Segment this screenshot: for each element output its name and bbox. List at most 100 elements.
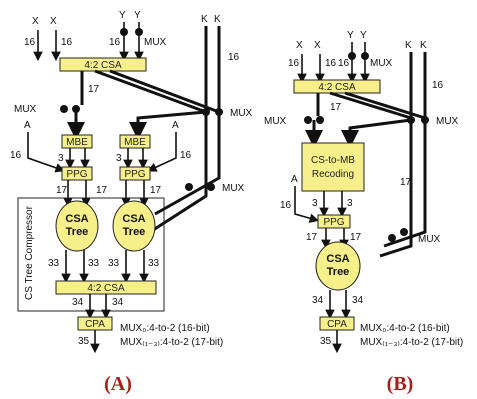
recode-line2: Recoding: [312, 169, 354, 180]
mux0-dot-1: [120, 28, 128, 36]
width-ppg2: 17: [150, 185, 162, 196]
input-k2-label: K: [214, 14, 221, 25]
a-label-1: A: [24, 120, 31, 131]
csa-top-label: 4:2 CSA: [84, 60, 122, 71]
b-width-ppg-a: 17: [306, 232, 318, 243]
b-width-k-17: 17: [400, 177, 412, 188]
mux3-dot-2: [207, 183, 215, 191]
mux3-dot-1: [185, 183, 193, 191]
mbe-label-1: MBE: [66, 137, 88, 148]
b-mux0-dot-2: [361, 52, 369, 60]
csa-tree-1: [55, 200, 99, 252]
width-mbe2: 3: [116, 153, 122, 164]
b-csa-top-label: 4:2 CSA: [318, 82, 356, 93]
mbe-block-1: [61, 134, 93, 149]
input-x1-label: X: [32, 16, 39, 27]
b-width-34a: 34: [312, 295, 324, 306]
b-width-k: 16: [432, 80, 444, 91]
b-mux0-label: MUX: [370, 58, 393, 69]
b-width-x1: 16: [288, 58, 300, 69]
mux0-label: MUX: [144, 37, 167, 48]
b-mux1-label: MUX: [264, 116, 287, 127]
input-y1-label: Y: [119, 10, 126, 21]
mux0-dot-2: [135, 28, 143, 36]
panel-b: X X Y Y K K 16 16 16 MUX 16 4:2 CSA 17 M…: [264, 30, 463, 395]
panel-a: X X Y Y K K 16 16 16 MUX 16 4:2 CSA 17 M…: [10, 10, 253, 395]
ppg-label-1: PPG: [66, 169, 87, 180]
b-wire-k1: [379, 52, 413, 258]
mux2-dot-2: [215, 108, 223, 116]
b-wire-k2: [383, 52, 427, 248]
compressor-label: CS Tree Compressor: [24, 205, 35, 300]
b-ppg-block: [317, 214, 351, 229]
width-csa-34a: 34: [72, 297, 84, 308]
b-width-ppg-b: 17: [350, 232, 362, 243]
b-wire-csa-mux2-b: [344, 91, 426, 120]
recode-line1: CS-to-MB: [311, 155, 355, 166]
b-width-out: 35: [320, 336, 332, 347]
b-a-label: A: [291, 174, 298, 185]
b-csa-top-block: [293, 79, 381, 94]
recoding-block: [301, 142, 365, 192]
tree2-line1: CSA: [122, 213, 145, 225]
width-x2: 16: [61, 37, 73, 48]
b-input-y2-label: Y: [360, 30, 367, 41]
csa-tree-2: [112, 200, 156, 252]
b-width-a: 16: [280, 200, 292, 211]
b-input-x2-label: X: [314, 40, 321, 51]
width-x1: 16: [24, 37, 36, 48]
b-cpa-label: CPA: [327, 319, 347, 330]
b-width-3b: 3: [347, 198, 353, 209]
mux1-dot-1: [60, 105, 68, 113]
b-mux2-label: MUX: [436, 116, 459, 127]
mbe-label-2: MBE: [124, 137, 146, 148]
tree2-line2: Tree: [123, 226, 146, 238]
ppg-block-1: [61, 166, 93, 181]
cpa-label: CPA: [85, 319, 105, 330]
caption-a: (A): [104, 373, 132, 395]
mux1-label: MUX: [14, 104, 37, 115]
width-tree1-a: 33: [48, 258, 60, 269]
b-note-mux0: MUX₀:4-to-2 (16-bit): [360, 323, 450, 334]
b-mux3-dot-2: [400, 228, 408, 236]
note-mux0: MUX₀:4-to-2 (16-bit): [120, 323, 210, 334]
width-csa-34b: 34: [112, 297, 124, 308]
b-mux1-dot-2: [316, 116, 324, 124]
b-input-k2-label: K: [420, 40, 427, 51]
b-tree-line2: Tree: [327, 266, 350, 278]
width-ppg1: 17: [56, 185, 68, 196]
input-y2-label: Y: [134, 10, 141, 21]
width-mbe1: 3: [58, 153, 64, 164]
width-csa-17: 17: [88, 84, 100, 95]
b-width-3a: 3: [312, 198, 318, 209]
b-wire-mux2-recode: [341, 118, 412, 148]
note-mux13: MUX₍₁₋₃₎:4-to-2 (17-bit): [120, 337, 223, 348]
width-tree2-a: 33: [108, 258, 120, 269]
width-a1: 16: [10, 150, 22, 161]
a-label-2: A: [172, 120, 179, 131]
b-input-k1-label: K: [405, 40, 412, 51]
ppg-label-2: PPG: [124, 169, 145, 180]
wire-a-ppg1: [27, 132, 66, 173]
width-k: 16: [228, 52, 240, 63]
b-mux3-label: MUX: [418, 234, 441, 245]
b-mux2-dot-2: [421, 116, 429, 124]
tree1-line1: CSA: [65, 213, 88, 225]
b-input-y1-label: Y: [347, 30, 354, 41]
wire-k2: [154, 26, 221, 216]
b-width-y1: 16: [338, 58, 350, 69]
b-width-34b: 34: [352, 295, 364, 306]
width-y1: 16: [109, 37, 121, 48]
width-out: 35: [78, 336, 90, 347]
input-k1-label: K: [201, 14, 208, 25]
b-mux3-dot-1: [388, 234, 396, 242]
wire-csa-mux2-a: [94, 69, 207, 114]
b-mux0-dot-1: [348, 52, 356, 60]
ppg-block-2: [119, 166, 151, 181]
width-a2: 16: [180, 150, 192, 161]
b-tree-line1: CSA: [326, 253, 349, 265]
mbe-block-2: [119, 134, 151, 149]
csa-top-block: [59, 57, 147, 72]
b-note-mux13: MUX₍₁₋₃₎:4-to-2 (17-bit): [360, 337, 463, 348]
